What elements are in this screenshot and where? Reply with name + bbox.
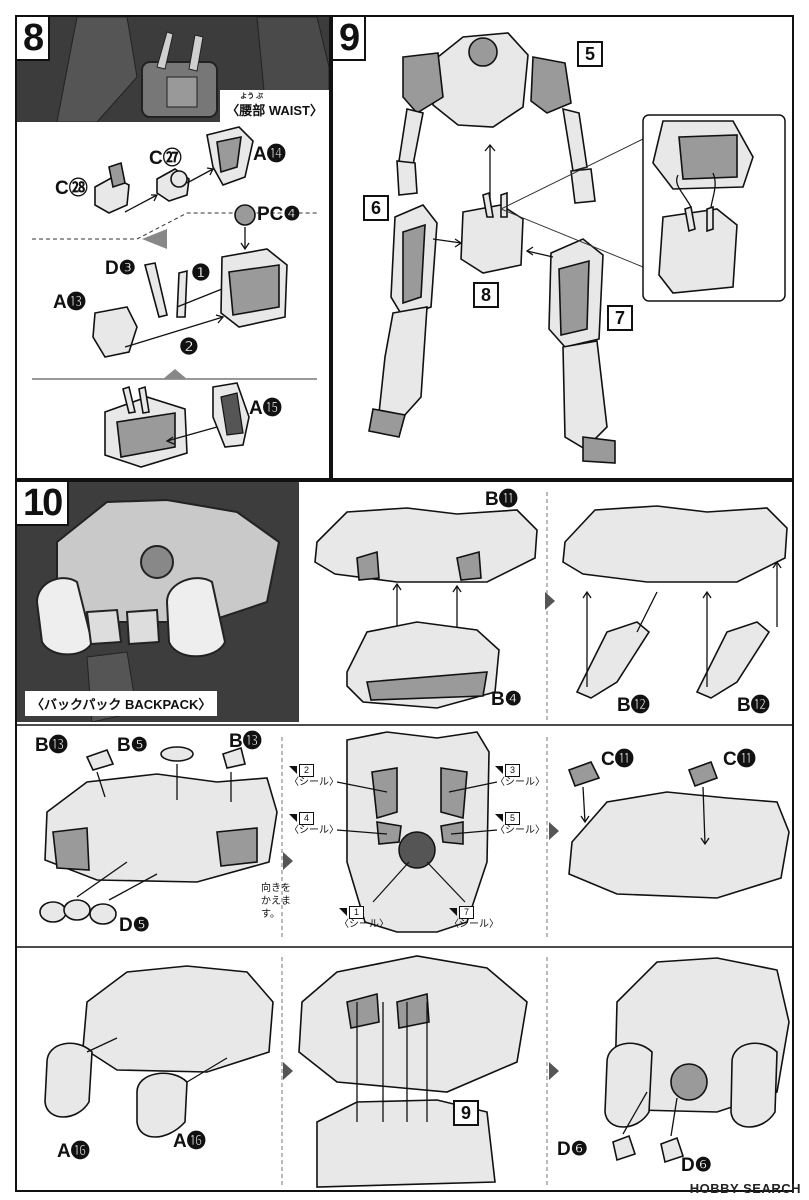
ref-9-box: 9 <box>453 1100 479 1126</box>
sticker-5: 5 〈シール〉 <box>495 812 545 837</box>
sticker-4-num: 4 <box>299 812 314 825</box>
part-a16-label-2: A⓰ <box>173 1131 206 1152</box>
backpack-caption: 〈バックパック BACKPACK〉 <box>25 691 218 716</box>
step-10-number: 10 <box>17 482 70 526</box>
waist-photo: よう ぶ 〈腰部 WAIST〉 <box>17 17 329 122</box>
part-a14-label: A⓮ <box>253 144 286 165</box>
ref-6-box: 6 <box>363 195 389 221</box>
part-c11-label-1: C⓫ <box>601 749 634 770</box>
ref-7-box: 7 <box>607 305 633 331</box>
sticker-7-label: 〈シール〉 <box>449 919 499 930</box>
sticker-3-num: 3 <box>505 764 520 777</box>
next-step-arrow-3 <box>549 822 559 840</box>
step-9-panel: 9 5 6 <box>331 15 794 480</box>
part-b13-label-1: B⓭ <box>35 735 68 756</box>
sticker-3: 3 〈シール〉 <box>495 764 545 789</box>
sticker-2: 2 〈シール〉 <box>289 764 339 789</box>
next-step-arrow-2 <box>283 852 293 870</box>
sticker-2-num: 2 <box>299 764 314 777</box>
part-d6-label-2: D❻ <box>681 1155 712 1176</box>
step-9-diagram <box>368 32 786 464</box>
next-step-arrow-4 <box>283 1062 293 1080</box>
next-step-arrow-5 <box>549 1062 559 1080</box>
sticker-triangle-icon <box>495 814 503 823</box>
waist-caption-ruby: よう ぶ <box>240 93 264 100</box>
part-b12-label-2: B⓬ <box>737 695 770 716</box>
sticker-triangle-icon <box>339 908 347 917</box>
sticker-5-label: 〈シール〉 <box>495 825 545 836</box>
sticker-3-label: 〈シール〉 <box>495 777 545 788</box>
waist-caption-text: 〈腰部 WAIST〉 <box>226 103 323 118</box>
sticker-4-label: 〈シール〉 <box>289 825 339 836</box>
step-8-panel: よう ぶ 〈腰部 WAIST〉 8 <box>15 15 331 480</box>
step-10-panel: 〈バックパック BACKPACK〉 10 <box>15 480 794 1192</box>
order-1-marker: ❶ <box>191 260 211 285</box>
ref-8-box: 8 <box>473 282 499 308</box>
next-step-arrow-1 <box>545 592 555 610</box>
part-a13-label: A⓭ <box>53 292 86 313</box>
sticker-2-label: 〈シール〉 <box>289 777 339 788</box>
sticker-triangle-icon <box>495 766 503 775</box>
watermark: HOBBY SEARCH <box>689 1181 801 1196</box>
part-b5-label: B❺ <box>117 735 148 756</box>
ref-5-box: 5 <box>577 41 603 67</box>
part-b12-label-1: B⓬ <box>617 695 650 716</box>
part-a15-label: A⓯ <box>249 398 282 419</box>
sticker-5-num: 5 <box>505 812 520 825</box>
part-b11-label: B⓫ <box>485 489 518 510</box>
part-a16-label-1: A⓰ <box>57 1141 90 1162</box>
sticker-7-num: 7 <box>459 906 474 919</box>
part-d5-label: D❺ <box>119 915 150 936</box>
step-9-number: 9 <box>333 17 367 61</box>
part-c11-label-2: C⓫ <box>723 749 756 770</box>
waist-caption: よう ぶ 〈腰部 WAIST〉 <box>220 90 329 122</box>
sticker-1-label: 〈シール〉 <box>339 919 389 930</box>
part-pc4-label: PC❹ <box>257 204 301 225</box>
step-8-diagram <box>32 126 317 468</box>
sticker-triangle-icon <box>289 814 297 823</box>
part-d3-label: D❸ <box>105 258 136 279</box>
sticker-1: 1 〈シール〉 <box>339 906 389 931</box>
part-d6-label-1: D❻ <box>557 1139 588 1160</box>
sticker-triangle-icon <box>289 766 297 775</box>
step-8-number: 8 <box>17 17 51 61</box>
flip-note: 向きを かえます。 <box>261 882 305 921</box>
part-b13-label-2: B⓭ <box>229 731 262 752</box>
part-c27-label: C㉗ <box>149 148 182 169</box>
flip-note-text: 向きを かえます。 <box>261 883 291 920</box>
sticker-triangle-icon <box>449 908 457 917</box>
order-2-marker: ❷ <box>179 334 199 359</box>
part-b4-label: B❹ <box>491 689 522 710</box>
sticker-7: 7 〈シール〉 <box>449 906 499 931</box>
part-c28-label: C㉘ <box>55 178 88 199</box>
sticker-1-num: 1 <box>349 906 364 919</box>
step-10-diagram <box>17 492 792 1188</box>
sticker-4: 4 〈シール〉 <box>289 812 339 837</box>
